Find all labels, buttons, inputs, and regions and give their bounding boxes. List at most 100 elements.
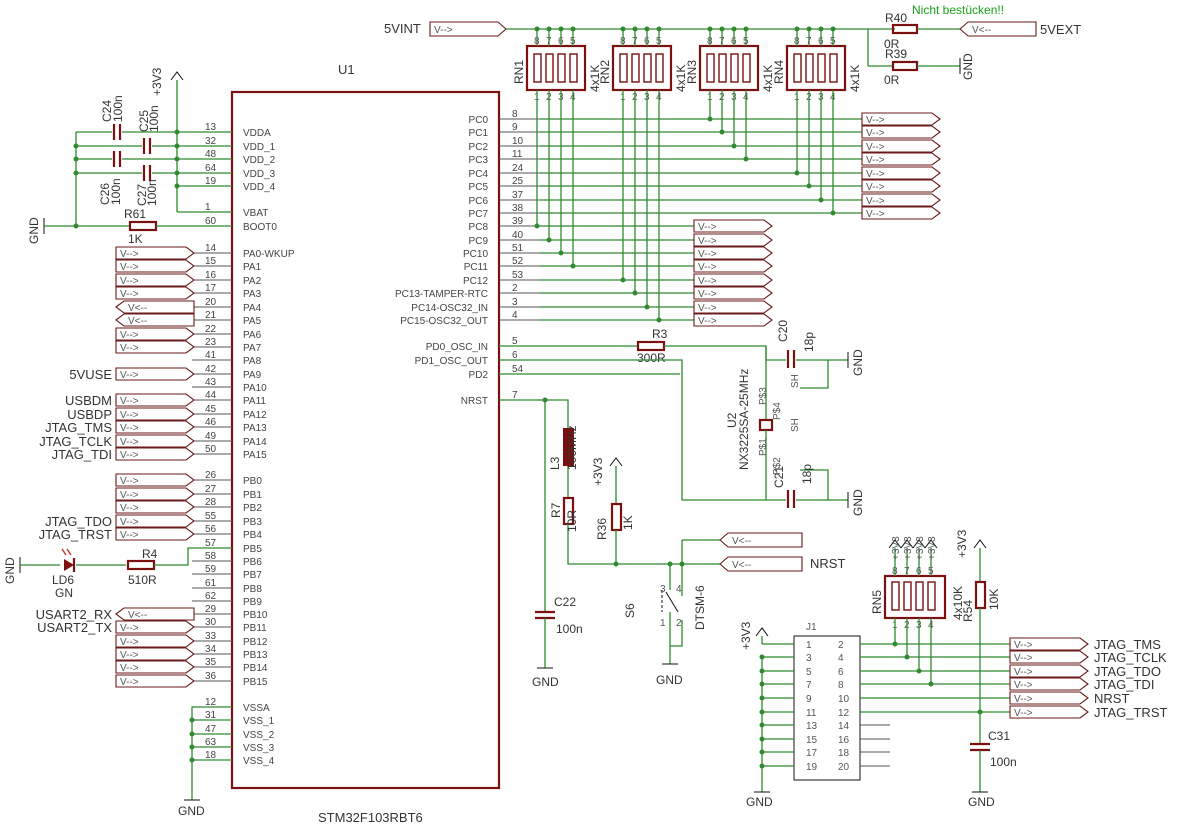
svg-text:NRST: NRST <box>810 556 845 571</box>
svg-text:2: 2 <box>676 618 682 629</box>
svg-text:V-->: V--> <box>120 503 139 514</box>
svg-text:S6: S6 <box>623 603 637 618</box>
vss-net: GND <box>178 706 232 818</box>
rn-pin-top: 8 <box>707 36 713 47</box>
u1-pin-number: 4 <box>512 310 518 321</box>
osc-section: R3 300R C20 18p C21 18p U2 NX3225SA-25MH… <box>499 320 865 516</box>
svg-text:R61: R61 <box>124 207 146 221</box>
rn-pin-top: 7 <box>632 36 638 47</box>
u1-pin-number: 52 <box>512 256 524 267</box>
svg-text:GN: GN <box>55 586 73 600</box>
flag-left-signal: V--> <box>115 259 195 273</box>
net-5vext: 5VEXT <box>1040 22 1081 37</box>
u1-pin-name: PA12 <box>243 410 267 421</box>
u1-pin-number: 28 <box>205 497 217 508</box>
svg-text:V-->: V--> <box>120 276 139 287</box>
svg-text:GND: GND <box>532 675 559 689</box>
u1-pin-number: 25 <box>512 176 524 187</box>
u1-pin-number: 9 <box>512 122 518 133</box>
flag-left-signal: V--> <box>115 286 195 300</box>
u1-pin-name: VDDA <box>243 128 271 139</box>
svg-text:3: 3 <box>660 584 666 595</box>
rn-value: 4x1K <box>761 65 775 92</box>
svg-text:V<--: V<-- <box>128 316 147 327</box>
flag-pc-out: V--> <box>693 273 773 287</box>
flag-left-signal: V-->5VUSE <box>69 367 195 382</box>
svg-text:V-->: V--> <box>698 289 717 300</box>
u1-pin-name: PB13 <box>243 650 268 661</box>
flag-pc-out: V--> <box>693 286 773 300</box>
svg-text:C25: C25 <box>137 110 151 132</box>
rn-value: 4x10K <box>951 586 965 620</box>
flag-pc-out: V--> <box>861 139 941 153</box>
u1-pin-name: PB11 <box>243 623 267 634</box>
j1-pin-even: 6 <box>838 667 844 678</box>
svg-text:GND: GND <box>851 349 865 376</box>
svg-text:SH: SH <box>790 418 801 432</box>
svg-text:V-->: V--> <box>866 115 885 126</box>
rn-pin-top: 7 <box>546 36 552 47</box>
u1-pin-number: 47 <box>205 724 217 735</box>
rn-pin-top: 7 <box>719 36 725 47</box>
j1-pin-odd: 7 <box>806 680 812 691</box>
svg-text:100n: 100n <box>556 622 583 636</box>
u1-pin-name: PC2 <box>469 142 489 153</box>
svg-text:R3: R3 <box>652 327 668 341</box>
rn-pin-top: 5 <box>743 36 749 47</box>
net-label: JTAG_TMS <box>1094 637 1161 652</box>
rn-pin-top: 5 <box>928 566 934 577</box>
u1-pin-name: PC6 <box>469 196 489 207</box>
u1-pin-number: 10 <box>512 136 524 147</box>
rn-value: 4x1K <box>588 65 602 92</box>
flag-left-signal: V--> <box>115 340 195 354</box>
led-ld6: LD6 GN <box>52 548 126 600</box>
u1-pin-number: 44 <box>205 390 217 401</box>
flag-left-signal: V-->USART2_TX <box>37 620 195 635</box>
u1-pin-name: PB5 <box>243 544 262 555</box>
svg-text:10R: 10R <box>565 510 579 532</box>
j1-pin-even: 2 <box>838 640 844 651</box>
svg-text:+3V3: +3V3 <box>955 529 969 558</box>
j1-pin-even: 10 <box>838 694 850 705</box>
u1-pin-number: 35 <box>205 657 217 668</box>
svg-text:V-->: V--> <box>120 650 139 661</box>
rn-ref: RN4 <box>772 60 786 84</box>
svg-text:C21: C21 <box>772 466 786 488</box>
u1-pin-number: 17 <box>205 283 217 294</box>
resistor-network-rn4: 81726354RN44x1K <box>772 26 862 103</box>
u1-pin-name: VSS_1 <box>243 716 275 727</box>
net-label: JTAG_TDO <box>1094 664 1161 679</box>
u1-pin-number: 59 <box>205 564 217 575</box>
j1-pin-even: 20 <box>838 762 850 773</box>
flag-jtag-out: V-->JTAG_TCLK <box>1009 650 1167 665</box>
svg-text:V-->: V--> <box>120 530 139 541</box>
u1-pin-number: 49 <box>205 431 217 442</box>
u1-pin-name: PB14 <box>243 663 268 674</box>
flag-left-signal: V<-- <box>115 300 195 314</box>
net-label: 5VUSE <box>69 367 112 382</box>
rn-pin-top: 6 <box>916 566 922 577</box>
svg-text:C31: C31 <box>988 729 1010 743</box>
flag-left-signal: V--> <box>115 500 195 514</box>
u1-pin-name: PA7 <box>243 343 262 354</box>
svg-text:V-->: V--> <box>866 209 885 220</box>
flag-pc-out: V--> <box>693 259 773 273</box>
u1-pin-number: 64 <box>205 163 217 174</box>
flag-left-signal: V--> <box>115 660 195 674</box>
u1-pin-number: 5 <box>512 336 518 347</box>
u1-pin-name: PA13 <box>243 423 267 434</box>
resistor-network-rn3: 81726354RN34x1K <box>685 26 775 103</box>
svg-text:V-->: V--> <box>120 249 139 260</box>
svg-text:V-->: V--> <box>120 490 139 501</box>
